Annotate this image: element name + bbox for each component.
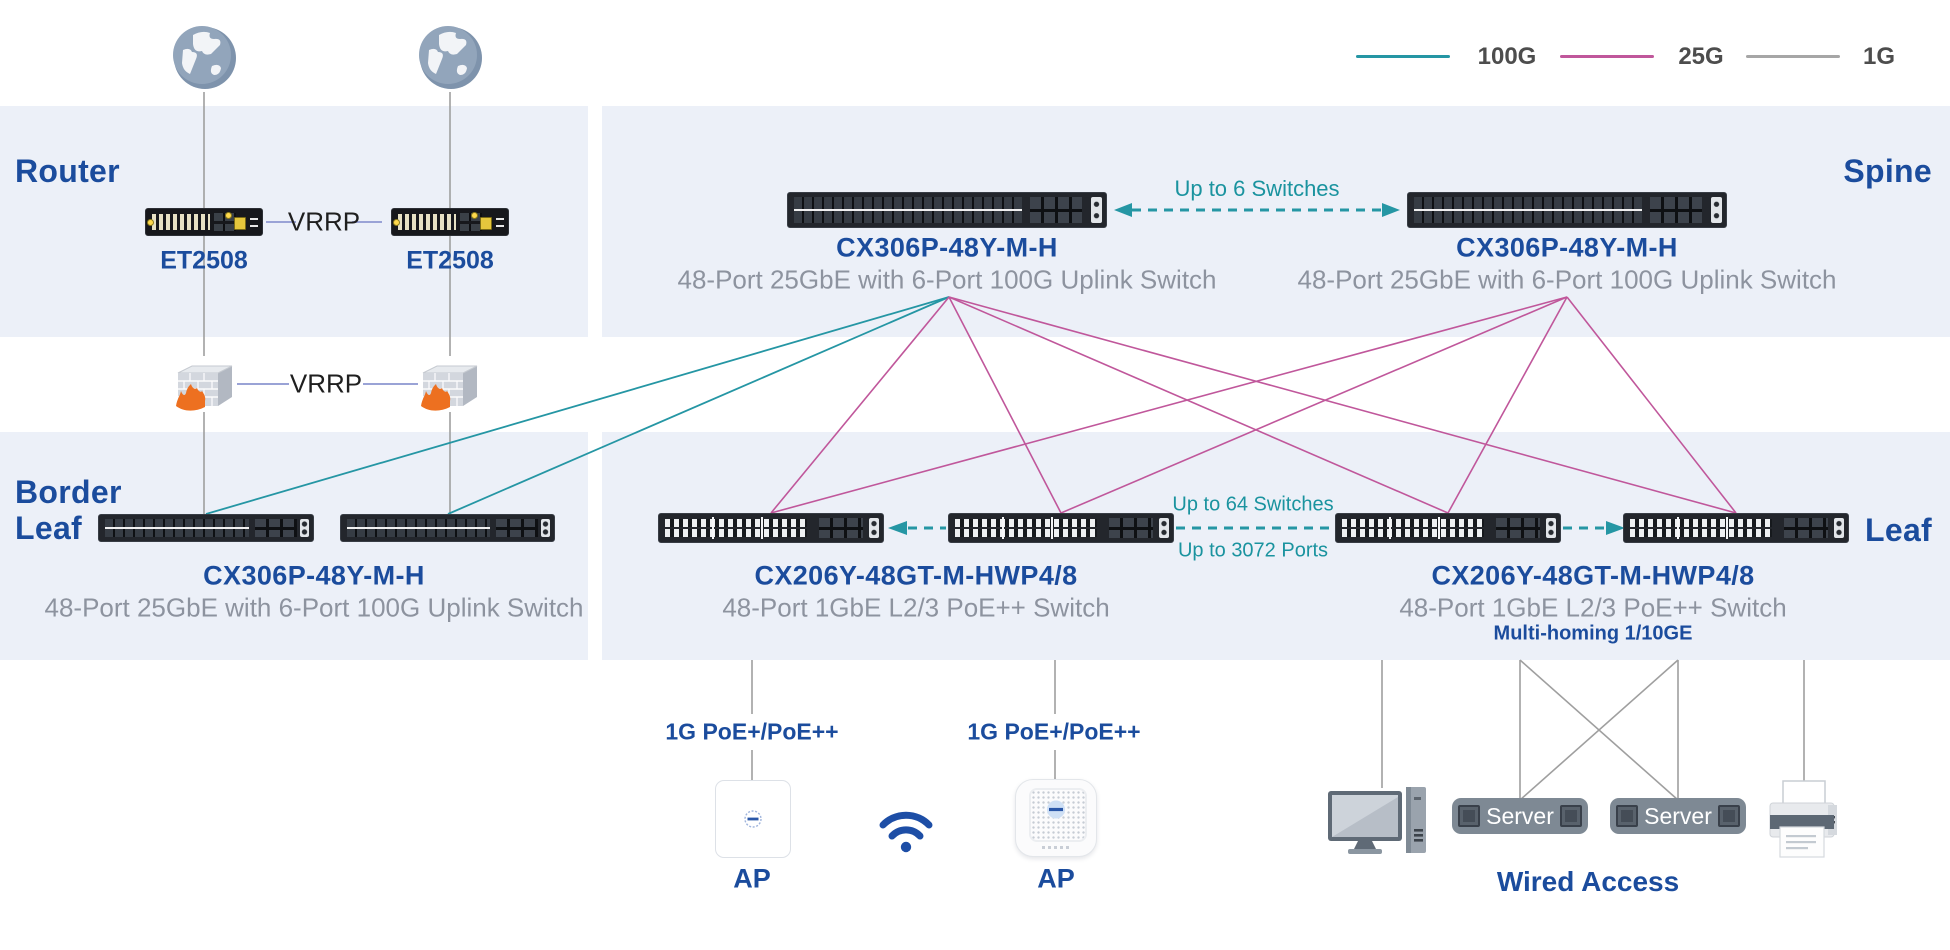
border-leaf-desc-label: 48-Port 25GbE with 6-Port 100G Uplink Sw… (44, 592, 584, 623)
leaf-desc-label: 48-Port 1GbE L2/3 PoE++ Switch (722, 592, 1110, 623)
section-label-leaf: Leaf (1865, 512, 1932, 548)
chip-icon (1718, 805, 1740, 827)
screw-icon (393, 219, 400, 226)
desktop-computer-icon (1328, 787, 1426, 854)
spine-switch-1 (787, 192, 1107, 228)
sfp-uplink-ports (819, 518, 863, 538)
access-point-icon (1015, 779, 1097, 857)
sfp-port-field (105, 519, 249, 537)
management-ports (541, 519, 550, 537)
leaf-model-label: CX206Y-48GT-M-HWP4/8 (1431, 560, 1755, 591)
section-label-router: Router (15, 153, 120, 189)
qsfp-uplink-ports (1650, 197, 1702, 223)
leaf-model-label: CX206Y-48GT-M-HWP4/8 (754, 560, 1078, 591)
server-label: Server (1486, 802, 1554, 829)
router-model-label: ET2508 (160, 246, 248, 275)
server-box: Server (1452, 798, 1588, 834)
spine-model-label: CX306P-48Y-M-H (1456, 232, 1678, 263)
legend-line-25g (1560, 55, 1654, 58)
leaf-scale-switches-note: Up to 64 Switches (1172, 493, 1334, 516)
chip-icon (1458, 805, 1480, 827)
poe-link-label: 1G PoE+/PoE++ (665, 718, 839, 745)
section-label-spine: Spine (1843, 153, 1932, 189)
border-leaf-switch-1 (98, 514, 314, 542)
rj45-port-field (665, 517, 807, 539)
management-ports (1834, 518, 1844, 538)
sfp-port-field (1414, 197, 1642, 223)
ap-vents (1042, 846, 1070, 849)
leaf-switch-3 (1335, 513, 1561, 543)
legend-label-1g: 1G (1862, 43, 1896, 70)
internet-globe-icon (173, 26, 236, 89)
chip-icon (1616, 805, 1638, 827)
screw-icon (471, 212, 478, 219)
legend-label-100g: 100G (1477, 43, 1537, 70)
rj45-port-field (955, 517, 1097, 539)
router-vents (250, 218, 258, 220)
management-ports (1546, 518, 1556, 538)
ap-label: AP (1037, 863, 1075, 894)
leaf-switch-1 (658, 513, 884, 543)
access-point-icon (715, 780, 791, 858)
rj45-port-field (1342, 517, 1484, 539)
border-leaf-row-panel (0, 432, 588, 660)
spine-scale-note: Up to 6 Switches (1174, 176, 1340, 201)
router-vents (496, 218, 504, 220)
router-model-label: ET2508 (406, 246, 494, 275)
qsfp-uplink-ports (1030, 197, 1082, 223)
router-uplink-port (234, 217, 246, 230)
sfp-uplink-ports (1784, 518, 1828, 538)
printer-icon (1769, 780, 1837, 858)
ap-label: AP (733, 863, 771, 894)
spine-model-label: CX306P-48Y-M-H (836, 232, 1058, 263)
router-ports (398, 213, 456, 231)
wifi-icon (879, 811, 933, 853)
qsfp-uplink-ports (496, 519, 538, 537)
wired-access-label: Wired Access (1496, 866, 1680, 897)
legend-line-1g (1746, 55, 1840, 58)
router-device-2 (391, 208, 509, 236)
screw-icon (147, 219, 154, 226)
management-ports (300, 519, 309, 537)
rj45-port-field (1630, 517, 1772, 539)
leaf-switch-4 (1623, 513, 1849, 543)
sfp-uplink-ports (1109, 518, 1153, 538)
spine-desc-label: 48-Port 25GbE with 6-Port 100G Uplink Sw… (1297, 264, 1837, 295)
chip-icon (1560, 805, 1582, 827)
management-ports (869, 518, 879, 538)
legend-label-25g: 25G (1678, 43, 1724, 70)
leaf-switch-2 (948, 513, 1174, 543)
router-ports (152, 213, 210, 231)
router-uplink-port (480, 217, 492, 230)
spine-desc-label: 48-Port 25GbE with 6-Port 100G Uplink Sw… (677, 264, 1217, 295)
border-leaf-model-label: CX306P-48Y-M-H (203, 560, 425, 591)
management-ports (1091, 197, 1102, 223)
router-device-1 (145, 208, 263, 236)
spine-switch-2 (1407, 192, 1727, 228)
management-ports (1159, 518, 1169, 538)
sfp-uplink-ports (1496, 518, 1540, 538)
vrrp-label-firewall: VRRP (289, 368, 363, 399)
qsfp-uplink-ports (255, 519, 297, 537)
sfp-port-field (794, 197, 1022, 223)
section-label-border-leaf: Leaf (15, 510, 82, 546)
poe-link-label: 1G PoE+/PoE++ (967, 718, 1141, 745)
border-leaf-switch-2 (340, 514, 555, 542)
server-box: Server (1610, 798, 1746, 834)
management-ports (1711, 197, 1722, 223)
leaf-desc-label: 48-Port 1GbE L2/3 PoE++ Switch (1399, 592, 1787, 623)
server-label: Server (1644, 802, 1712, 829)
firewall-icon (176, 365, 233, 411)
ap-logo-icon (1045, 798, 1067, 825)
vrrp-label-router: VRRP (287, 206, 361, 237)
multi-homing-note: Multi-homing 1/10GE (1493, 622, 1693, 645)
sfp-port-field (347, 519, 490, 537)
section-label-border: Border (15, 474, 122, 510)
screw-icon (225, 212, 232, 219)
legend-line-100g (1356, 55, 1450, 58)
leaf-scale-ports-note: Up to 3072 Ports (1177, 539, 1329, 562)
ap-logo-icon (744, 810, 762, 828)
internet-globe-icon (419, 26, 482, 89)
firewall-icon (421, 365, 478, 411)
